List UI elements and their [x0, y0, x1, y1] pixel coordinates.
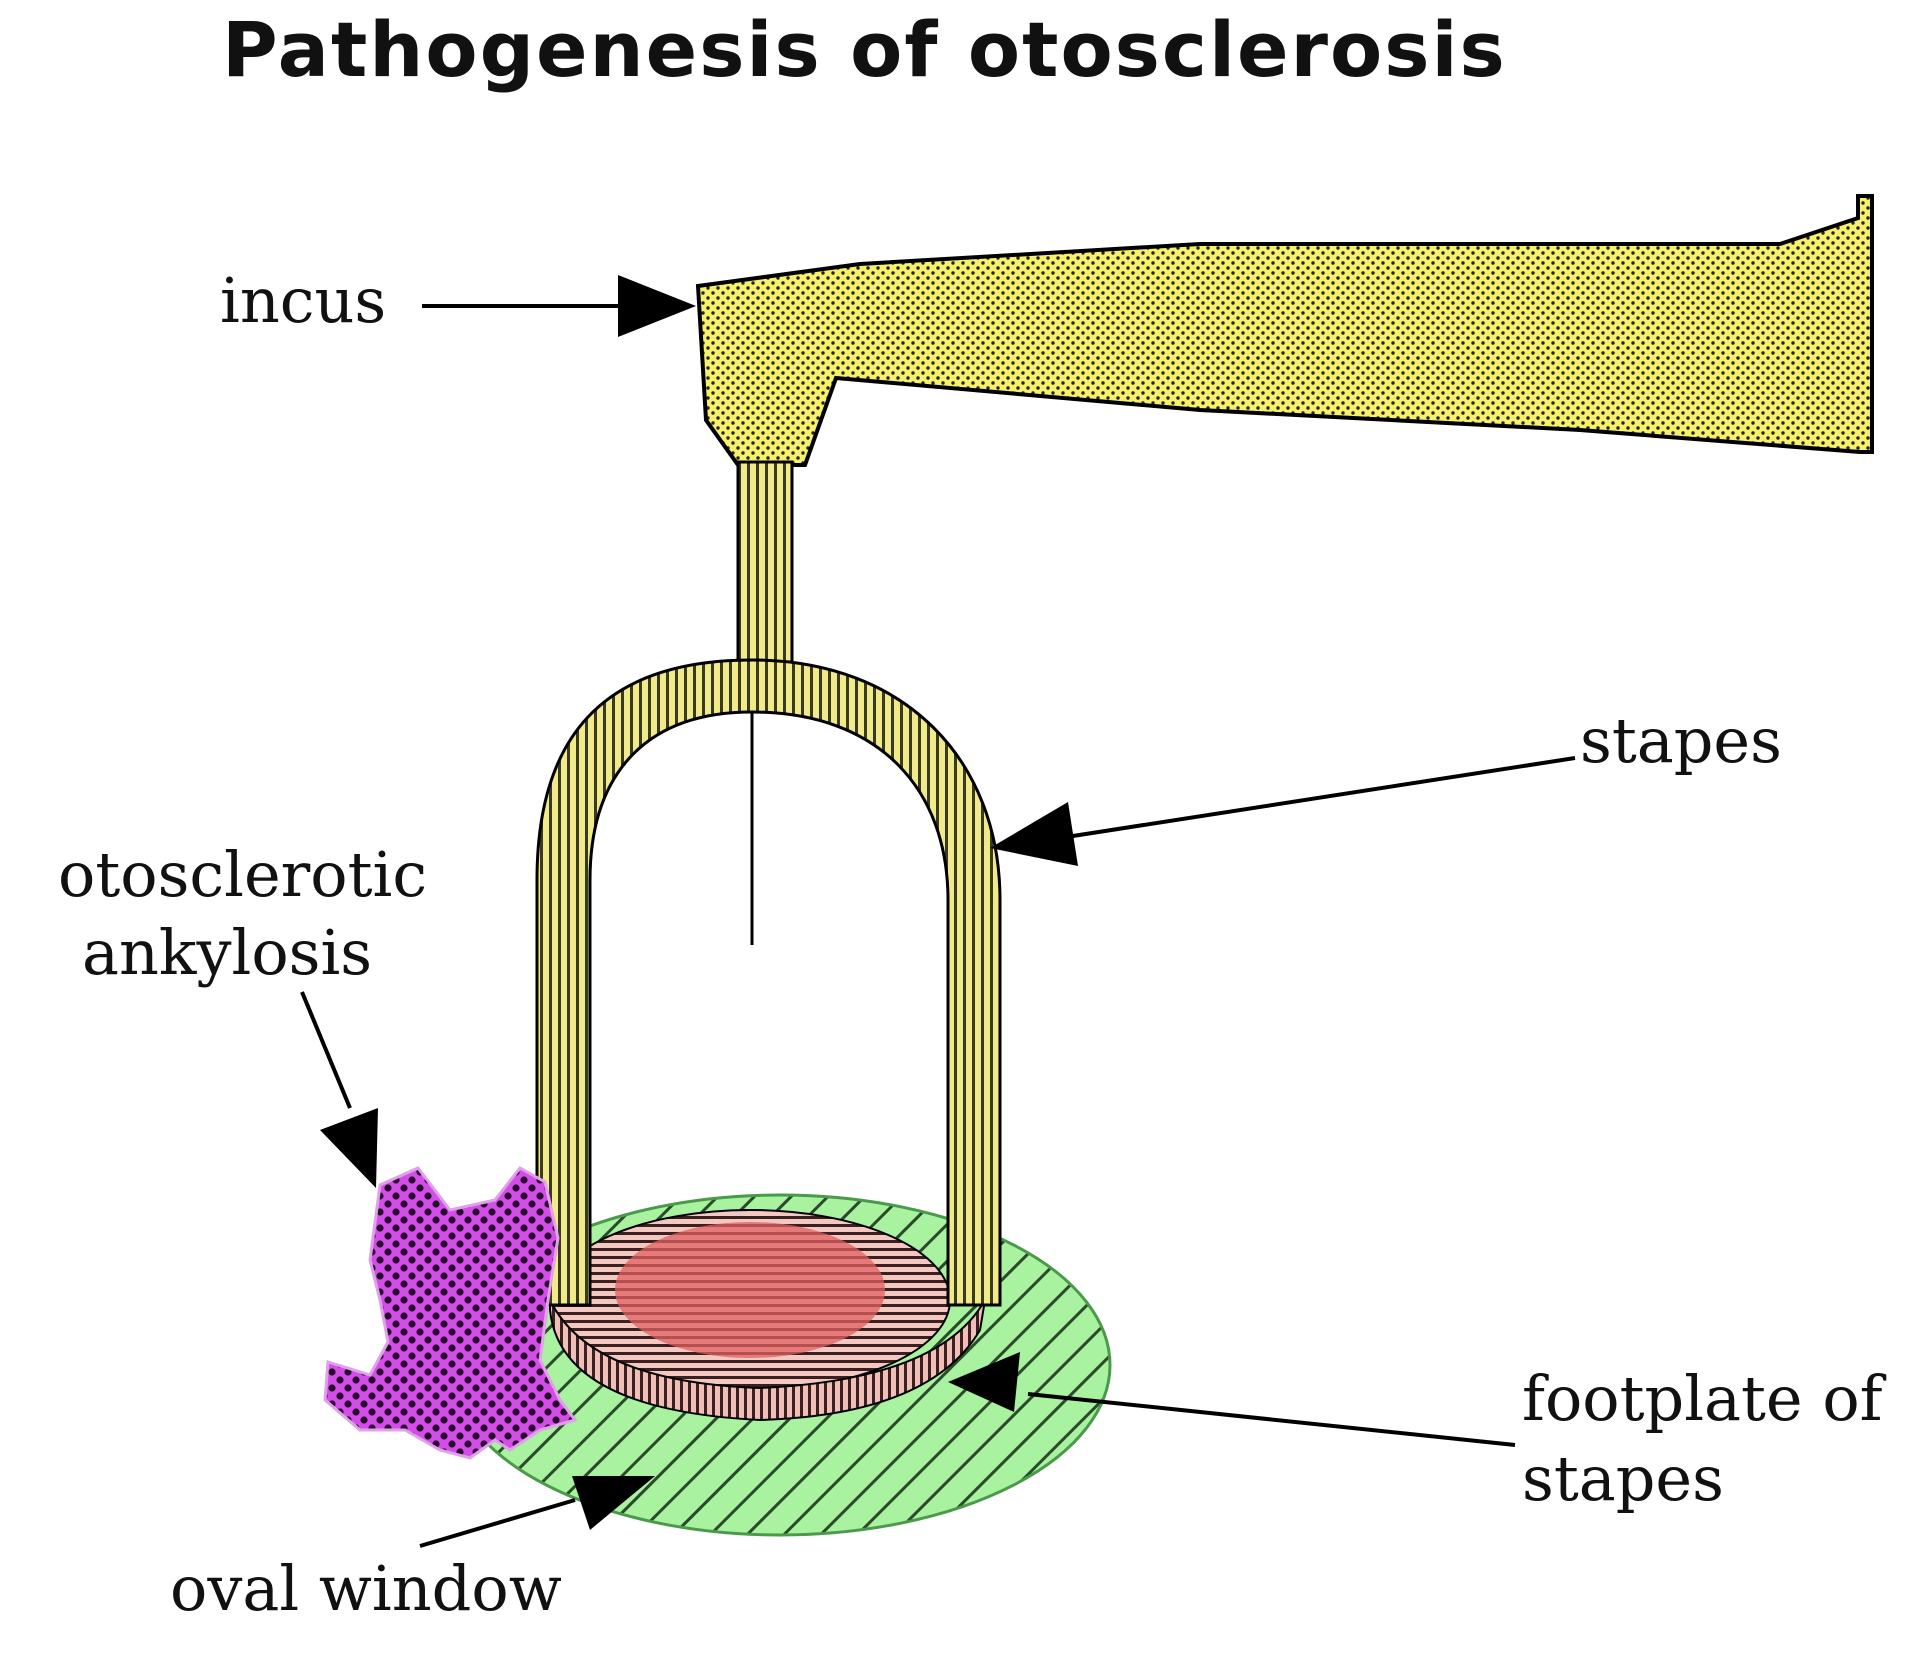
label-footplate-line1: footplate of [1522, 1362, 1887, 1435]
incus-arrow-icon [618, 275, 696, 337]
footplate-leader-line [1027, 1392, 1516, 1447]
footplate-center [615, 1222, 885, 1358]
stapes-leader-line [1059, 756, 1576, 840]
incus-shape [695, 194, 1874, 467]
label-otosclerotic-line1: otosclerotic [58, 838, 427, 911]
label-incus: incus [220, 264, 386, 337]
stapes-arch [535, 658, 1002, 1307]
footplate-rim [549, 1299, 986, 1422]
stapes-neck [736, 460, 794, 664]
footplate-arrow-icon [948, 1352, 1020, 1412]
label-oval-window: oval window [170, 1552, 562, 1625]
diagram-title: Pathogenesis of otosclerosis [222, 5, 1507, 94]
ankylosis-shape [323, 1166, 578, 1460]
oval-window-leader-line [419, 1498, 576, 1548]
label-footplate-line2: stapes [1522, 1442, 1724, 1515]
label-stapes: stapes [1580, 704, 1782, 777]
stapes-arrow-icon [990, 802, 1078, 866]
ankylosis-leader-line [300, 991, 352, 1109]
ankylosis-arrow-icon [320, 1108, 378, 1188]
oval-window-arrow-icon [572, 1476, 655, 1530]
label-otosclerotic-line2: ankylosis [82, 916, 372, 989]
